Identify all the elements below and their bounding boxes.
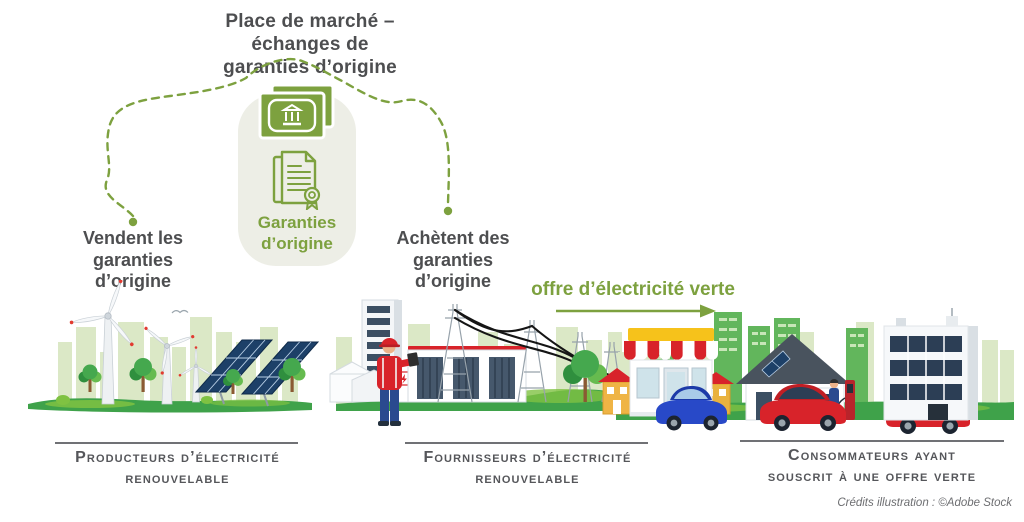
wind-turbines: [69, 280, 214, 405]
certificate-seal-icon: [272, 150, 321, 210]
banknote-bank-icon: [258, 84, 335, 140]
marketplace-title: Place de marché – échanges de garanties …: [223, 11, 397, 79]
suppliers-section-label: Fournisseurs d’électricité renouvelable: [423, 449, 632, 487]
sell-endpoint-dot: [128, 217, 138, 227]
buy-guarantees-label: Achètent des garanties d’origine: [396, 228, 510, 292]
producers-scene: [28, 280, 320, 413]
green-offer-label: offre d’électricité verte: [531, 279, 735, 300]
suppliers-rule: [405, 442, 648, 444]
city-illustration: [28, 280, 1014, 434]
worker-figure: [377, 338, 419, 426]
consumers-rule: [740, 440, 1004, 442]
consumers-scene: [598, 308, 1014, 434]
consumers-section-label: Consommateurs ayant souscrit à une offre…: [767, 447, 977, 485]
credits-text: Crédits illustration : ©Adobe Stock: [837, 497, 1012, 509]
suppliers-scene: [329, 299, 640, 426]
sell-guarantees-label: Vendent les garanties d’origine: [82, 228, 184, 292]
buy-endpoint-dot: [443, 206, 453, 216]
office-building: [883, 308, 978, 421]
producers-section-label: Producteurs d’électricité renouvelable: [75, 449, 280, 487]
trees: [56, 358, 306, 405]
blue-car: [656, 386, 727, 431]
red-car-charging: [760, 384, 846, 431]
guarantees-card-label: Garanties d’origine: [257, 213, 337, 254]
producers-rule: [55, 442, 298, 444]
